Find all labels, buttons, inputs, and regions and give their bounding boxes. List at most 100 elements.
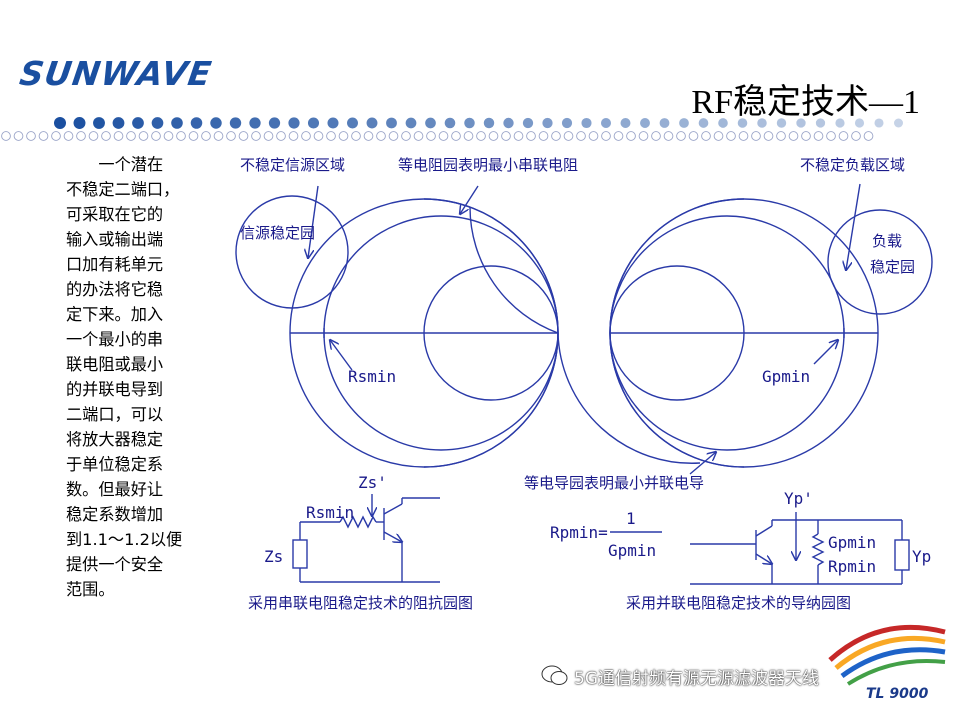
label-source-circle: 信源稳定园 xyxy=(240,224,315,242)
label-yp: Yp xyxy=(912,547,931,566)
decorative-hollow-dot xyxy=(288,131,299,141)
decorative-hollow-dot xyxy=(638,131,649,141)
decorative-dot xyxy=(542,117,553,129)
decorative-dot xyxy=(54,117,66,129)
decorative-hollow-dot xyxy=(26,131,36,141)
decorative-hollow-dot xyxy=(801,131,811,141)
load-stability-circle xyxy=(827,209,933,315)
decorative-hollow-dot xyxy=(501,131,511,141)
decorative-hollow-dot xyxy=(701,131,711,141)
label-rsmin: Rsmin xyxy=(348,367,396,386)
decorative-dot xyxy=(737,118,748,128)
body-line: 二端口，可以 xyxy=(66,405,164,424)
shunt-resistor-gpmin xyxy=(811,533,825,566)
body-line: 数。但最好让 xyxy=(66,480,164,499)
decorative-hollow-dot xyxy=(513,131,524,141)
decorative-dot xyxy=(679,118,689,128)
decorative-dot xyxy=(796,118,806,128)
decorative-hollow-dot xyxy=(363,131,374,141)
label-fraction-denominator: Gpmin xyxy=(608,541,656,560)
decorative-hollow-dot xyxy=(826,131,836,141)
decorative-dot xyxy=(386,117,397,129)
body-line: 于单位稳定系 xyxy=(66,455,164,474)
decorative-dot xyxy=(171,117,183,129)
body-paragraph: 一个潜在不稳定二端口，可采取在它的输入或输出端口加有耗单元的办法将它稳定下来。加… xyxy=(66,152,206,602)
decorative-dot xyxy=(425,117,436,129)
decorative-hollow-dot xyxy=(626,131,636,141)
body-line: 一个潜在 xyxy=(98,155,164,174)
decorative-hollow-dot xyxy=(76,131,86,141)
decorative-hollow-dot xyxy=(313,131,324,141)
decorative-dot xyxy=(268,117,281,129)
decorative-hollow-dot xyxy=(476,131,486,141)
caption-series-technique: 采用串联电阻稳定技术的阻抗园图 xyxy=(248,594,473,612)
body-paragraph-text: 一个潜在不稳定二端口，可采取在它的输入或输出端口加有耗单元的办法将它稳定下来。加… xyxy=(66,152,206,602)
decorative-dot xyxy=(229,117,242,129)
tl9000-logo-text: TL 9000 xyxy=(866,686,929,702)
body-line: 的并联电导到 xyxy=(66,380,164,399)
decorative-hollow-dot xyxy=(451,131,461,141)
label-unstable-source: 不稳定信源区域 xyxy=(240,156,345,174)
decorative-dot xyxy=(210,117,222,129)
decorative-hollow-dot xyxy=(326,131,336,141)
label-gpmin-small: Gpmin xyxy=(828,533,876,552)
decorative-dot xyxy=(190,117,203,129)
label-zs: Zs xyxy=(264,547,283,566)
body-line: 口加有耗单元 xyxy=(66,255,164,274)
decorative-dot xyxy=(776,118,787,128)
decorative-dot xyxy=(835,118,845,128)
decorative-dot xyxy=(249,117,261,129)
decorative-dot xyxy=(288,117,300,129)
decorative-hollow-dot xyxy=(63,131,74,141)
body-line: 将放大器稳定 xyxy=(66,430,164,449)
arrow-equal-resistance xyxy=(460,185,479,214)
label-load-circle-1: 负载 xyxy=(872,232,902,250)
decorative-hollow-dot xyxy=(163,131,174,141)
decorative-dot xyxy=(874,118,884,128)
decorative-dot xyxy=(522,117,534,129)
decorative-hollow-dot xyxy=(51,131,61,141)
decorative-hollow-dot xyxy=(201,131,211,141)
decorative-hollow-dot xyxy=(88,131,99,141)
label-rpmin-equation: Rpmin= xyxy=(550,523,608,542)
body-line: 一个最小的串 xyxy=(66,330,164,349)
decorative-dot xyxy=(503,117,514,129)
decorative-hollow-dot xyxy=(838,131,849,141)
decorative-hollow-dot xyxy=(813,131,824,141)
transistor-collector-right xyxy=(755,525,773,537)
body-line: 稳定系数增加 xyxy=(66,505,164,524)
body-line: 提供一个安全 xyxy=(66,555,164,574)
decorative-hollow-dot xyxy=(238,131,249,141)
decorative-dot xyxy=(93,117,105,129)
body-line: 范围。 xyxy=(66,580,115,599)
decorative-hollow-dot xyxy=(526,131,536,141)
decorative-dot xyxy=(561,117,573,129)
decorative-hollow-dot xyxy=(863,131,874,141)
decorative-hollow-dot xyxy=(126,131,136,141)
transistor-collector-left xyxy=(383,503,403,515)
decorative-hollow-dot xyxy=(213,131,224,141)
decorative-hollow-dot xyxy=(188,131,199,141)
decorative-dot xyxy=(405,117,417,129)
decorative-hollow-dot xyxy=(301,131,311,141)
decorative-hollow-dot xyxy=(851,131,861,141)
tl9000-logo: TL 9000 xyxy=(828,624,946,702)
decorative-dot xyxy=(698,118,709,128)
body-line: 输入或输出端 xyxy=(66,230,164,249)
decorative-hollow-dot xyxy=(251,131,261,141)
decorative-dot xyxy=(854,118,865,128)
decorative-dot xyxy=(151,117,164,129)
decorative-dot xyxy=(327,117,339,129)
decorative-hollow-dot xyxy=(751,131,761,141)
decorative-dot xyxy=(640,118,650,128)
decorative-dot xyxy=(347,117,358,129)
arrow-unstable-source xyxy=(308,185,319,258)
decorative-dot xyxy=(600,117,612,129)
arrow-equal-conductance xyxy=(689,452,716,475)
decorative-hollow-dot xyxy=(613,131,624,141)
susceptance-arc-lower-small xyxy=(557,332,701,464)
decorative-dot xyxy=(718,118,728,128)
label-equal-resistance: 等电阻园表明最小串联电阻 xyxy=(398,156,578,174)
decorative-dot xyxy=(132,117,144,129)
arrow-unstable-load xyxy=(846,183,861,270)
